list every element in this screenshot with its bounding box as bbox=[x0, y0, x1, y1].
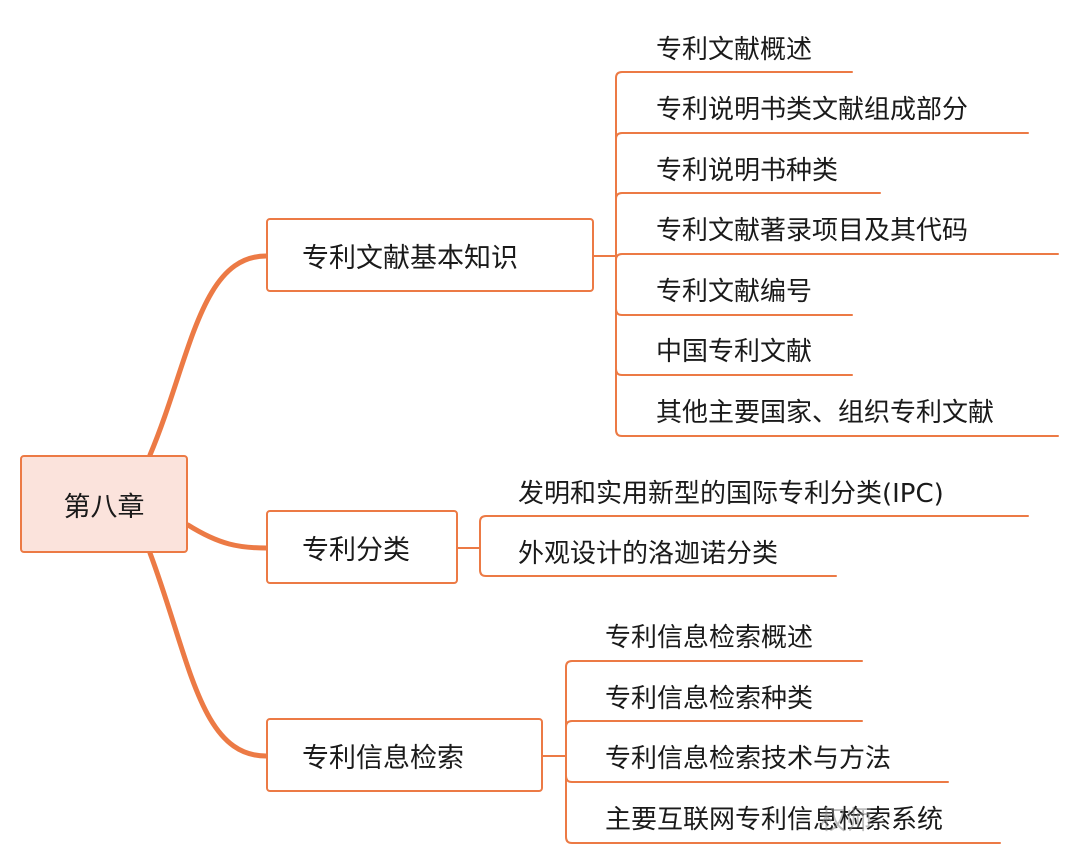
leaf-underline bbox=[565, 755, 1001, 844]
root-label: 第八章 bbox=[63, 491, 145, 523]
leaf-underline bbox=[615, 255, 1059, 437]
root-node[interactable]: 第八章 bbox=[20, 455, 188, 553]
leaf-underline bbox=[479, 515, 1029, 549]
leaf-node[interactable]: 外观设计的洛迦诺分类 bbox=[518, 539, 779, 569]
leaf-underline bbox=[615, 71, 853, 257]
branch-label: 专利文献基本知识 bbox=[302, 242, 518, 274]
branch-node-patent-info-retrieval[interactable]: 专利信息检索 bbox=[266, 718, 543, 792]
leaf-underline bbox=[615, 253, 1059, 261]
leaf-underline bbox=[565, 720, 863, 757]
branch-label: 专利信息检索 bbox=[302, 742, 464, 774]
leaf-node[interactable]: 专利信息检索种类 bbox=[605, 684, 814, 714]
leaf-node[interactable]: 专利信息检索概述 bbox=[605, 623, 814, 653]
leaf-node[interactable]: 主要互联网专利信息检索系统 bbox=[605, 805, 944, 835]
leaf-node[interactable]: 专利文献概述 bbox=[656, 35, 813, 65]
leaf-underline bbox=[615, 132, 1029, 257]
leaf-underline bbox=[479, 547, 837, 577]
branch-label: 专利分类 bbox=[302, 534, 410, 566]
leaf-underline bbox=[565, 660, 863, 757]
root-to-branch-line bbox=[147, 550, 269, 759]
leaf-node[interactable]: 中国专利文献 bbox=[656, 337, 813, 367]
leaf-node[interactable]: 其他主要国家、组织专利文献 bbox=[656, 398, 995, 428]
branch-node-patent-classification[interactable]: 专利分类 bbox=[266, 510, 458, 584]
leaf-node[interactable]: 专利说明书类文献组成部分 bbox=[656, 95, 969, 125]
leaf-node[interactable]: 专利文献著录项目及其代码 bbox=[656, 216, 969, 246]
leaf-node[interactable]: 专利文献编号 bbox=[656, 277, 813, 307]
leaf-node[interactable]: 专利说明书种类 bbox=[656, 156, 839, 186]
leaf-underline bbox=[615, 192, 881, 257]
leaf-node[interactable]: 发明和实用新型的国际专利分类(IPC) bbox=[518, 479, 944, 509]
root-to-branch-line bbox=[185, 522, 269, 551]
leaf-node[interactable]: 专利信息检索技术与方法 bbox=[605, 744, 892, 774]
watermark-text: 权师 bbox=[820, 806, 873, 836]
branch-node-patent-literature-basics[interactable]: 专利文献基本知识 bbox=[266, 218, 594, 292]
root-to-branch-line bbox=[147, 253, 269, 458]
